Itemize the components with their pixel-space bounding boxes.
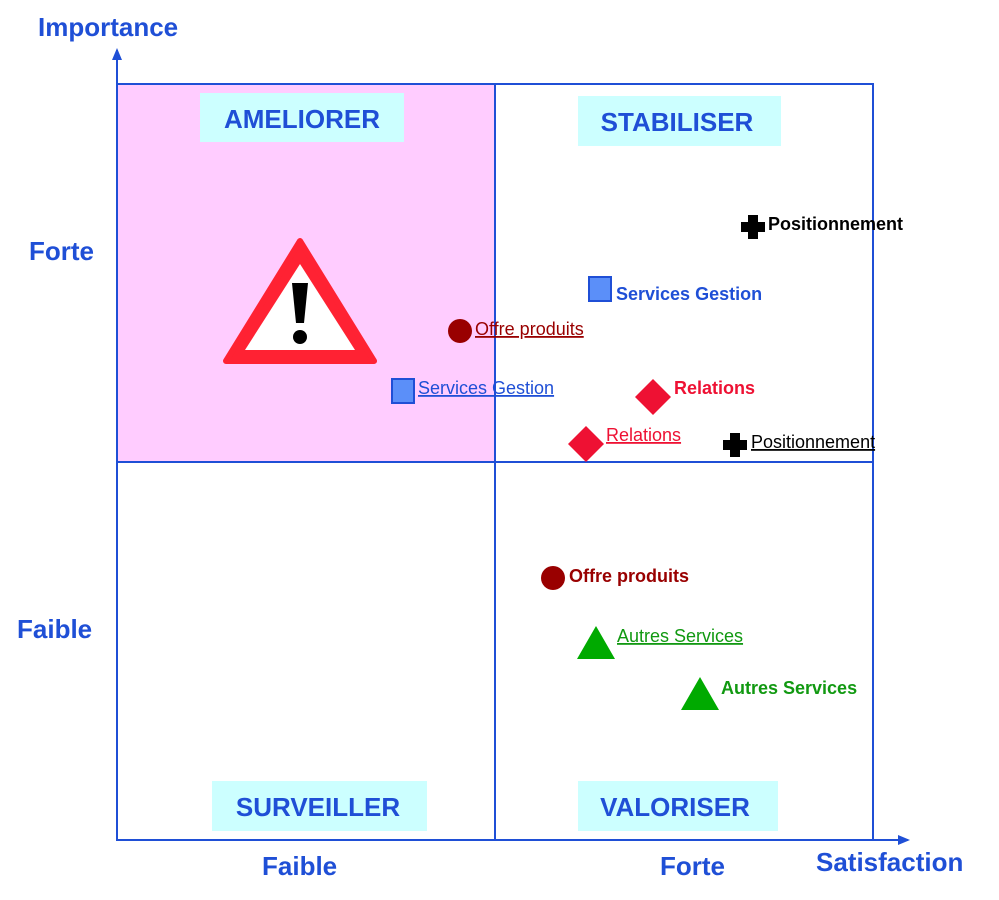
quadrant-ameliorer-label: AMELIORER [224, 104, 380, 134]
marker-cross-positionnement-bold [741, 215, 765, 239]
marker-triangle-autres-services-underlined [577, 626, 615, 659]
point-services-gestion-underlined: Services Gestion [391, 378, 554, 404]
quadrant-ameliorer-label-bg [200, 93, 404, 142]
point-label-offre-produits-bold: Offre produits [569, 566, 689, 586]
point-positionnement-bold: Positionnement [741, 214, 903, 239]
point-label-relations-underlined: Relations [606, 425, 681, 445]
point-relations-bold: Relations [635, 378, 755, 415]
point-relations-underlined: Relations [568, 425, 681, 462]
marker-diamond-relations-bold [635, 379, 671, 415]
quadrant-valoriser-label: VALORISER [600, 792, 750, 822]
point-label-services-gestion-bold: Services Gestion [616, 284, 762, 304]
point-label-autres-services-underlined: Autres Services [617, 626, 743, 646]
y-tick-low: Faible [17, 614, 92, 644]
x-tick-low: Faible [262, 851, 337, 881]
point-offre-produits-bold: Offre produits [541, 566, 689, 590]
point-label-positionnement-underlined: Positionnement [751, 432, 875, 452]
point-label-positionnement-bold: Positionnement [768, 214, 903, 234]
y-axis-title: Importance [38, 12, 178, 42]
x-axis-title: Satisfaction [816, 847, 963, 877]
y-tick-high: Forte [29, 236, 94, 266]
marker-circle-offre-produits-underlined [448, 319, 472, 343]
warning-triangle-icon [223, 238, 377, 364]
marker-cross-positionnement-underlined [723, 433, 747, 457]
point-label-offre-produits-underlined: Offre produits [475, 319, 584, 339]
point-offre-produits-underlined: Offre produits [448, 319, 584, 343]
quadrant-stabiliser-label: STABILISER [601, 107, 754, 137]
quadrant-surveiller-label-bg [212, 781, 427, 831]
quadrant-stabiliser-label-bg [578, 96, 781, 146]
point-label-autres-services-bold: Autres Services [721, 678, 857, 698]
marker-square-services-gestion-underlined [391, 378, 415, 404]
point-autres-services-underlined: Autres Services [577, 626, 743, 659]
quadrant-surveiller-label: SURVEILLER [236, 792, 400, 822]
point-label-services-gestion-underlined: Services Gestion [418, 378, 554, 398]
point-services-gestion-bold: Services Gestion [588, 276, 762, 304]
point-label-relations-bold: Relations [674, 378, 755, 398]
quadrant-valoriser-label-bg [578, 781, 778, 831]
x-tick-high: Forte [660, 851, 725, 881]
marker-triangle-autres-services-bold [681, 677, 719, 710]
point-positionnement-underlined: Positionnement [723, 432, 875, 457]
marker-circle-offre-produits-bold [541, 566, 565, 590]
point-autres-services-bold: Autres Services [681, 677, 857, 710]
marker-square-services-gestion-bold [588, 276, 612, 302]
marker-diamond-relations-underlined [568, 426, 604, 462]
